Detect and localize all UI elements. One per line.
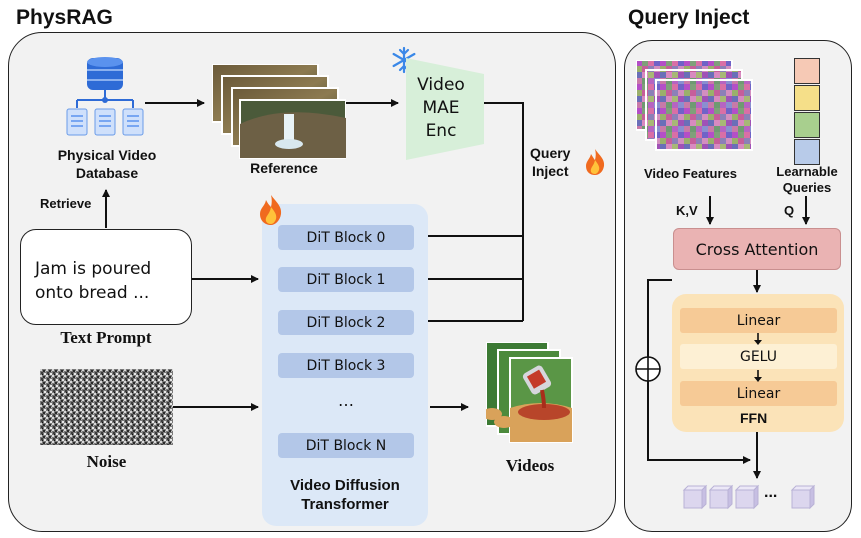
output-video-frames [486, 342, 573, 443]
physrag-title: PhysRAG [16, 6, 113, 29]
cross-attention-block: Cross Attention [673, 228, 841, 270]
learnable-queries-label: Learnable Queries [776, 164, 838, 195]
video-mae-encoder-shape [406, 58, 484, 160]
q-label: Q [784, 203, 795, 218]
query-inject-label: Query Inject [530, 145, 571, 179]
query-inject-title: Query Inject [628, 6, 750, 29]
dit-block-n: DiT Block N [278, 433, 414, 458]
text-prompt-line1: Jam is poured [35, 259, 152, 279]
retrieve-label: Retrieve [40, 196, 92, 211]
dit-block-2: DiT Block 2 [278, 310, 414, 335]
videos-label: Videos [505, 456, 555, 475]
ffn-linear-2: Linear [680, 381, 837, 406]
dit-ellipsis: ⋯ [338, 397, 354, 414]
video-features-mosaic [636, 60, 753, 151]
database-icon [66, 57, 144, 136]
noise-label: Noise [86, 452, 127, 471]
output-tokens-ellipsis: ... [764, 484, 778, 501]
transformer-fire-icon [260, 195, 282, 225]
output-query-tokens [682, 484, 816, 510]
database-label: Physical Video Database [57, 147, 157, 181]
dit-block-0: DiT Block 0 [278, 225, 414, 250]
ffn-linear-1: Linear [680, 308, 837, 333]
video-diffusion-transformer-label: Video Diffusion Transformer [290, 477, 400, 513]
dit-block-1: DiT Block 1 [278, 267, 414, 292]
learnable-query-token-3 [794, 112, 820, 138]
learnable-query-token-1 [794, 58, 820, 84]
ffn-internal-arrows [754, 333, 762, 382]
video-features-label: Video Features [644, 166, 737, 181]
noise-image [40, 369, 173, 445]
ffn-label: FFN [740, 410, 768, 426]
text-prompt-box: Jam is poured onto bread ... [20, 229, 192, 325]
trainable-fire-icon [586, 149, 605, 175]
video-mae-encoder-label: Video MAE Enc [417, 74, 465, 141]
reference-video-frames [212, 64, 346, 159]
kv-label: K,V [676, 203, 698, 218]
text-prompt-line2: onto bread ... [35, 283, 150, 303]
learnable-query-token-2 [794, 85, 820, 111]
reference-label: Reference [250, 160, 318, 176]
dit-block-3: DiT Block 3 [278, 353, 414, 378]
learnable-query-token-4 [794, 139, 820, 165]
text-prompt-label: Text Prompt [60, 328, 152, 347]
ffn-gelu: GELU [680, 344, 837, 369]
